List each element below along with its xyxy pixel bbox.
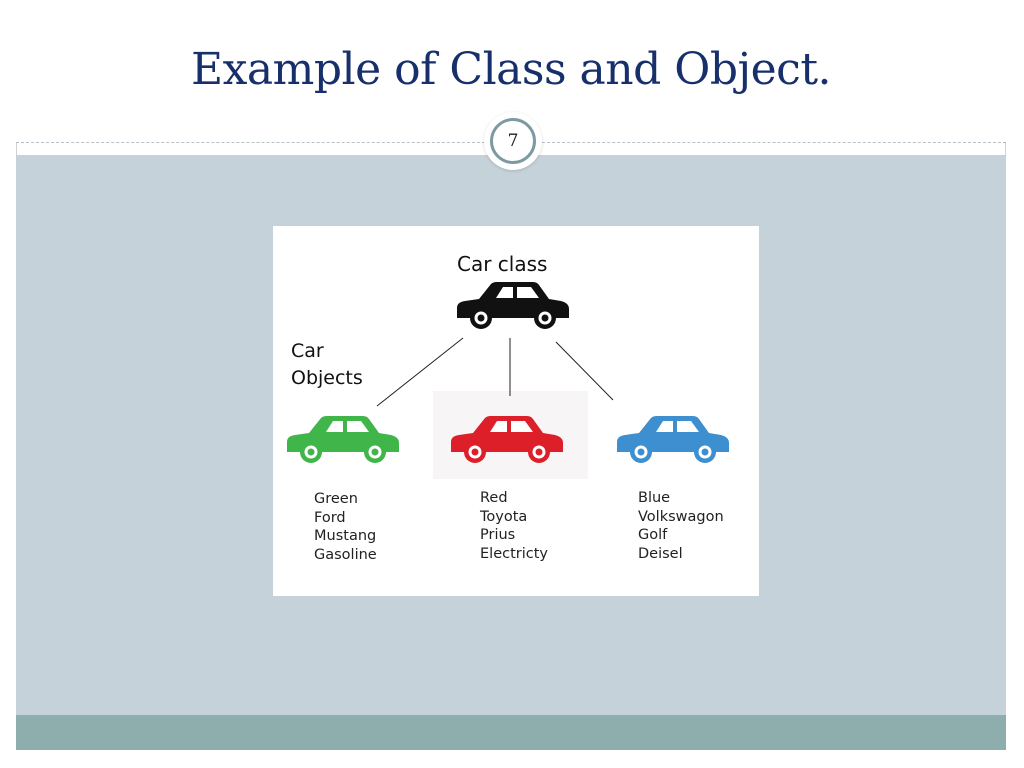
page-number-badge: 7 [484, 112, 542, 170]
attribute-item: Toyota [480, 508, 528, 525]
connector-line-green [376, 337, 464, 407]
attribute-item: Blue [638, 490, 671, 506]
attribute-item: Golf [638, 527, 668, 543]
blue-car-icon [617, 416, 729, 463]
green-car-attributes: Green Ford Mustang Gasoline [314, 490, 377, 564]
attribute-item: Deisel [638, 545, 683, 562]
attribute-item: Green [314, 491, 358, 507]
red-car-attributes: Red Toyota Prius Electricty [480, 489, 548, 563]
blue-car-attributes: Blue Volkswagon Golf Deisel [638, 489, 724, 563]
car-objects-label: Car Objects [291, 340, 363, 389]
slide-title: Example of Class and Object. [191, 44, 831, 95]
footer-bar [16, 715, 1006, 750]
connector-line-blue [555, 341, 614, 401]
car-class-label: Car class [457, 252, 548, 276]
attribute-item: Electricty [480, 545, 548, 562]
green-car-icon [287, 416, 399, 463]
red-car-icon [451, 416, 563, 463]
attribute-item: Red [480, 490, 508, 506]
attribute-item: Volkswagon [638, 508, 724, 525]
connector-lines [376, 337, 614, 407]
attribute-item: Mustang [314, 528, 377, 544]
attribute-item: Prius [480, 527, 516, 543]
page-number: 7 [490, 118, 536, 164]
class-object-diagram: Car class Car Objects Green Ford Mustang… [273, 226, 759, 596]
attribute-item: Gasoline [314, 546, 377, 563]
class-car-icon [457, 282, 569, 329]
attribute-item: Ford [314, 509, 346, 526]
